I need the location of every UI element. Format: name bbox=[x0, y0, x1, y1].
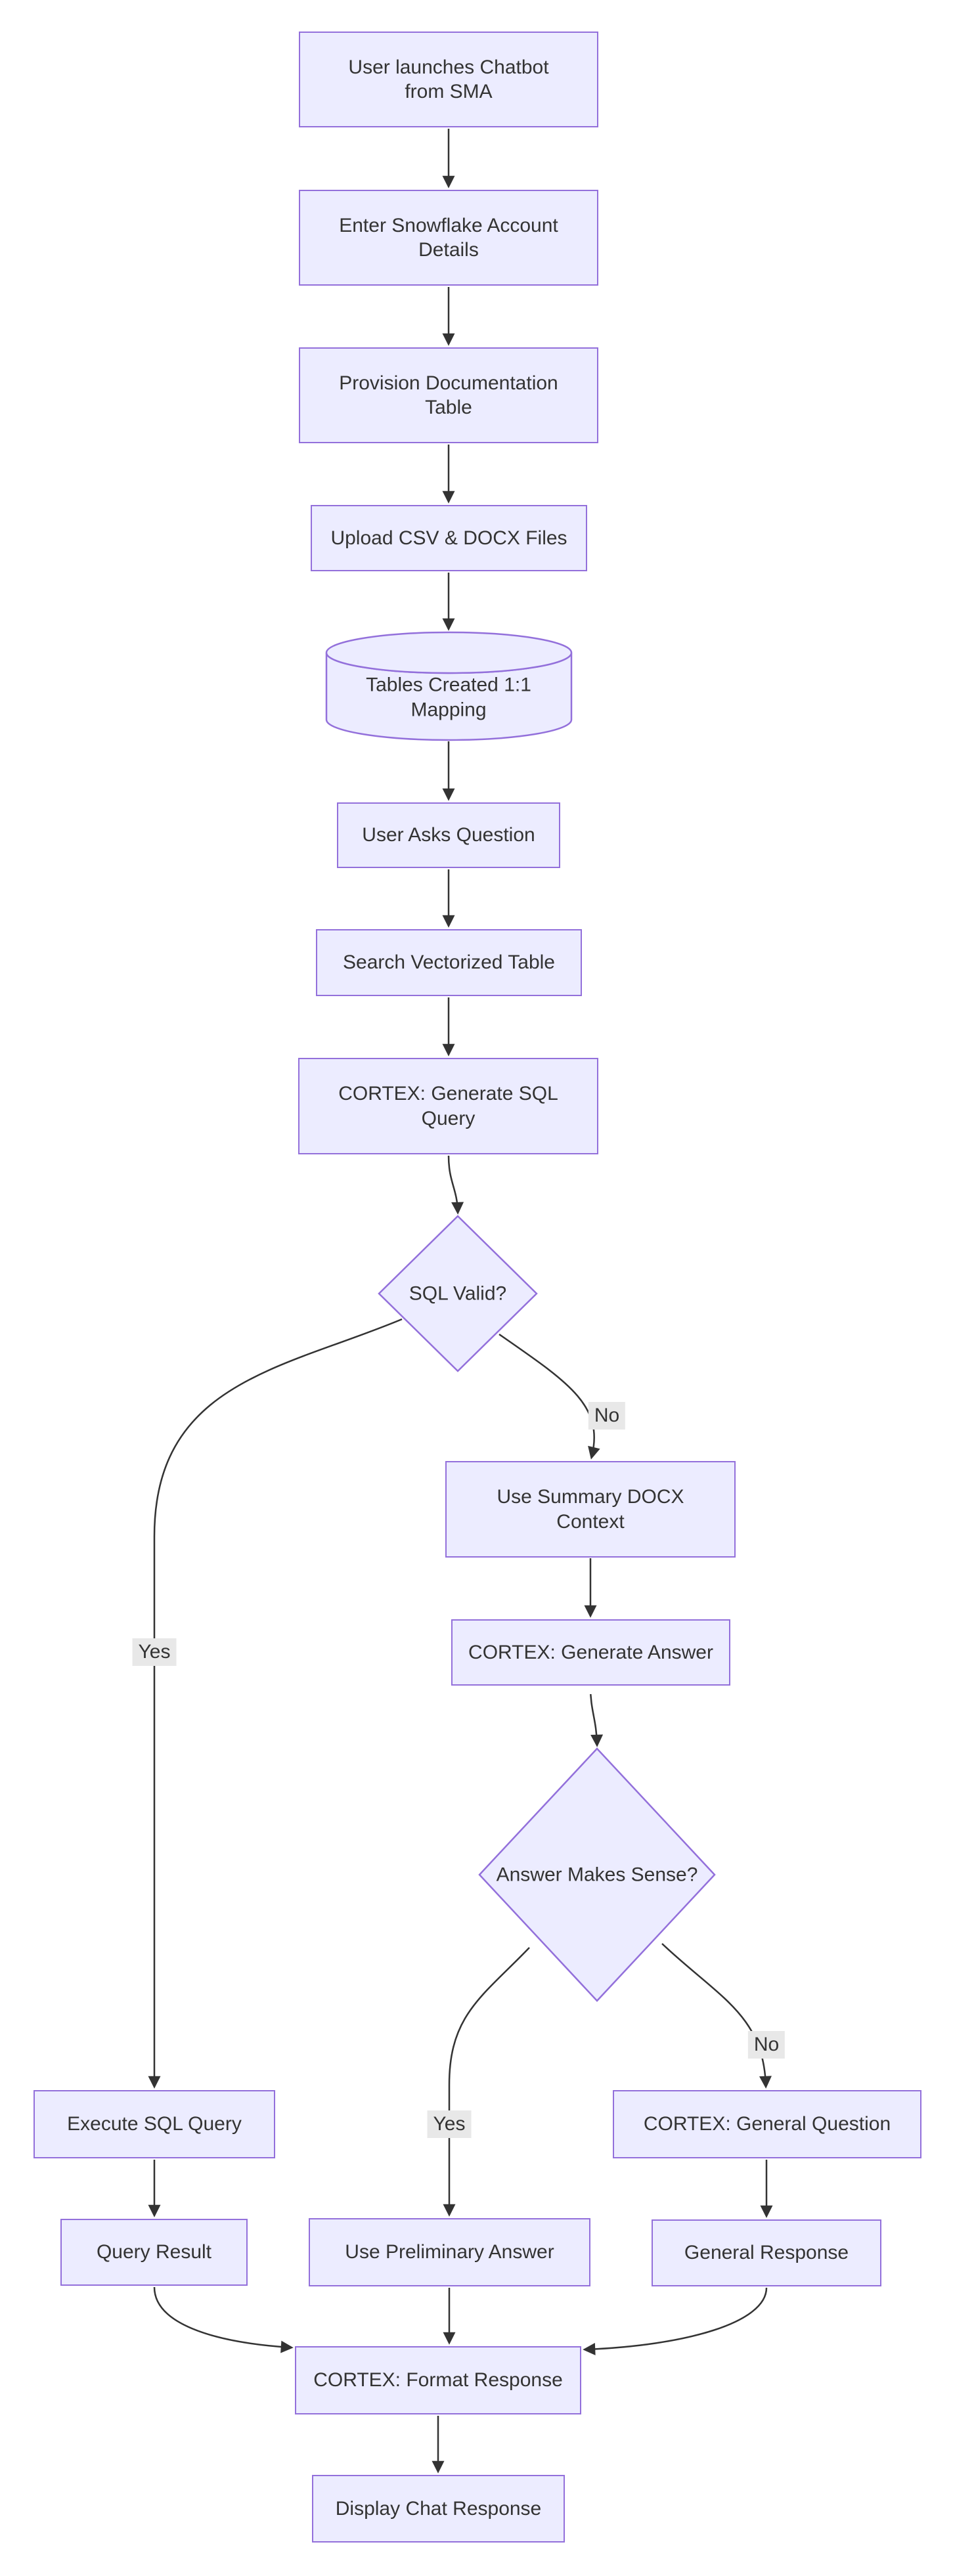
edge-sqlvalid-execute bbox=[148, 1318, 403, 2089]
node-answer-makes-sense-shape bbox=[478, 1747, 716, 2002]
edge-genresponse-format bbox=[583, 2287, 768, 2355]
edge-label-no-makes-sense: No bbox=[747, 2031, 786, 2059]
node-cortex-format-response: CORTEX: Format Response bbox=[295, 2346, 581, 2414]
node-user-asks-question: User Asks Question bbox=[337, 802, 560, 868]
node-enter-snowflake-account: Enter Snowflake Account Details bbox=[299, 190, 598, 286]
node-tables-cylinder-top bbox=[325, 631, 573, 674]
edge-label-yes-makes-sense: Yes bbox=[427, 2110, 472, 2138]
node-use-preliminary-answer: Use Preliminary Answer bbox=[309, 2218, 590, 2286]
edge-label-no-sql-valid: No bbox=[588, 1402, 626, 1430]
edge-makessense-useprelim bbox=[443, 1947, 530, 2217]
node-cortex-generate-sql: CORTEX: Generate SQL Query bbox=[298, 1058, 598, 1154]
node-tables-created-label: Tables Created 1:1 Mapping bbox=[366, 674, 531, 721]
node-sql-valid-label: SQL Valid? bbox=[409, 1282, 507, 1305]
node-sql-valid-shape bbox=[378, 1215, 538, 1372]
node-search-vectorized-table: Search Vectorized Table bbox=[316, 929, 582, 996]
node-query-result: Query Result bbox=[60, 2219, 248, 2286]
node-display-chat-response: Display Chat Response bbox=[312, 2475, 565, 2543]
edge-label-yes-sql-valid: Yes bbox=[132, 1638, 177, 1666]
edge-queryresult-format bbox=[153, 2286, 294, 2353]
edge-sqlvalid-summary bbox=[499, 1333, 600, 1460]
node-use-summary-docx-context: Use Summary DOCX Context bbox=[445, 1461, 736, 1558]
node-execute-sql-query: Execute SQL Query bbox=[33, 2090, 275, 2158]
edge-gensql-sqlvalid bbox=[447, 1155, 464, 1215]
edge-genanswer-makessense bbox=[589, 1686, 604, 1747]
node-cortex-general-question: CORTEX: General Question bbox=[613, 2090, 921, 2158]
node-user-launches-chatbot: User launches Chatbot from SMA bbox=[299, 32, 598, 127]
node-general-response: General Response bbox=[652, 2219, 881, 2286]
node-cortex-generate-answer: CORTEX: Generate Answer bbox=[451, 1619, 730, 1686]
node-upload-csv-docx: Upload CSV & DOCX Files bbox=[311, 505, 587, 571]
node-provision-documentation-table: Provision Documentation Table bbox=[299, 347, 598, 443]
edge-makessense-general bbox=[661, 1943, 772, 2089]
node-answer-makes-sense-label: Answer Makes Sense? bbox=[496, 1864, 698, 1886]
